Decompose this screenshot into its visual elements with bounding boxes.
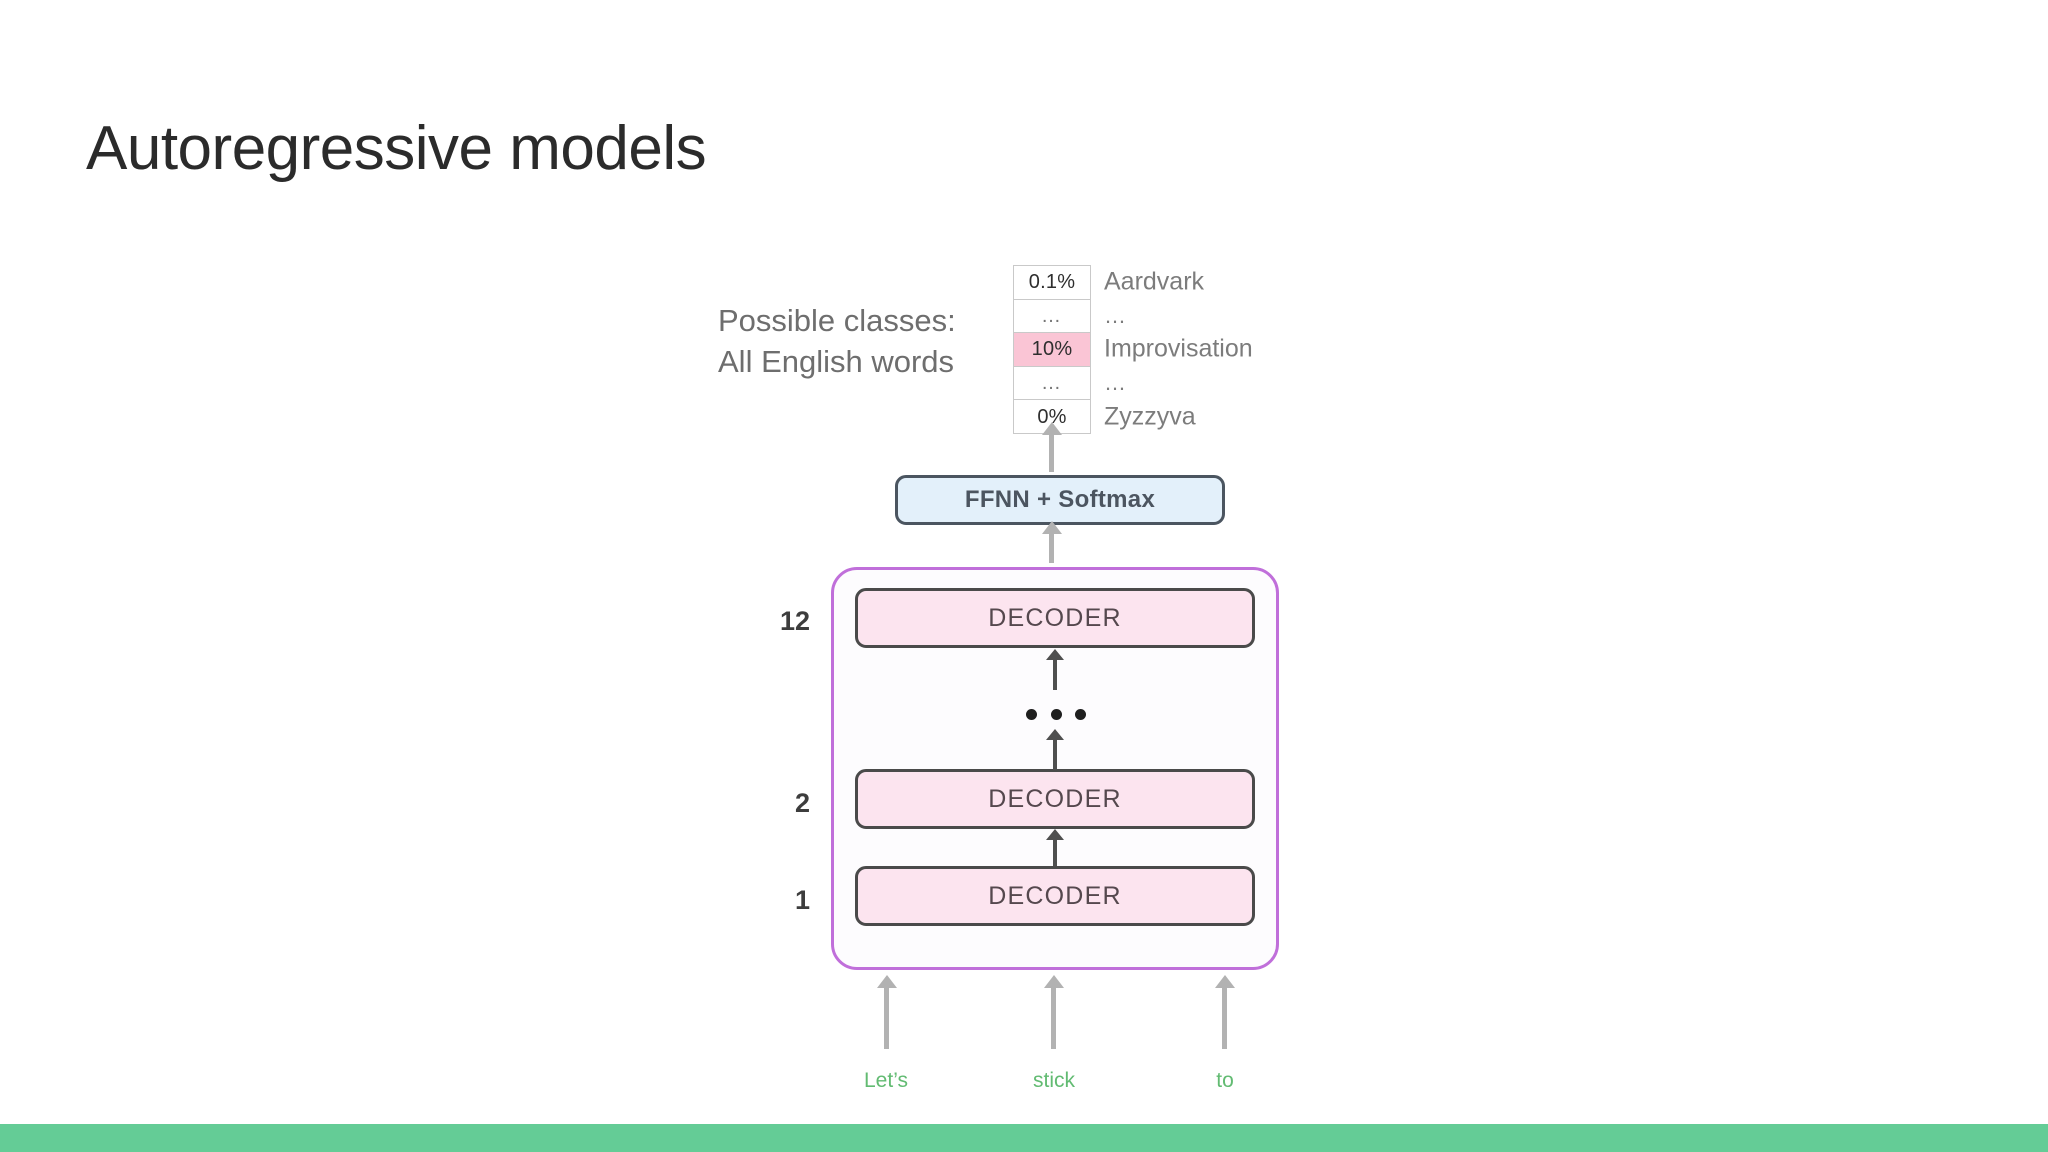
arrow-up-icon [1053, 838, 1057, 866]
layer-number-2: 2 [794, 788, 810, 818]
arrow-up-icon [1053, 658, 1057, 690]
input-word-2: to [1216, 1069, 1234, 1092]
table-row: 0.1% Aardvark [1014, 266, 1204, 300]
arrow-up-icon [1222, 985, 1227, 1049]
arrow-up-icon [1049, 432, 1054, 472]
possible-classes-caption: Possible classes: All English words [718, 300, 956, 382]
page-title: Autoregressive models [86, 114, 707, 183]
probability-value: 10% [1031, 338, 1073, 361]
decoder-label: DECODER [988, 603, 1122, 632]
class-label: … [1104, 370, 1128, 396]
ffnn-softmax-box: FFNN + Softmax [895, 475, 1225, 525]
ffnn-softmax-label: FFNN + Softmax [964, 486, 1156, 513]
output-distribution-table: 0.1% Aardvark … … 10% Improvisation … … … [1013, 265, 1253, 434]
class-label: … [1104, 302, 1128, 328]
arrow-up-icon [884, 985, 889, 1049]
layer-number-12: 12 [779, 606, 810, 636]
ellipsis-dot [1075, 709, 1086, 720]
decoder-box-2: DECODER [855, 769, 1255, 829]
table-row: … … [1014, 300, 1126, 334]
arrow-up-icon [1053, 738, 1057, 770]
decoder-label: DECODER [988, 784, 1122, 813]
stack-ellipsis-icon [1026, 709, 1086, 720]
probability-value: … [1041, 372, 1063, 395]
ellipsis-dot [1026, 709, 1037, 720]
possible-classes-line-2: All English words [718, 344, 955, 380]
table-row: … … [1014, 367, 1126, 401]
class-label: Improvisation [1104, 334, 1253, 363]
bottom-accent-bar [0, 1124, 2048, 1152]
arrow-up-icon [1051, 985, 1056, 1049]
possible-classes-line-1: Possible classes: [718, 303, 956, 338]
probability-value: … [1041, 304, 1063, 327]
layer-number-1: 1 [794, 885, 810, 915]
arrow-up-icon [1049, 531, 1054, 563]
decoder-label: DECODER [988, 881, 1122, 910]
input-word-1: stick [1033, 1069, 1075, 1092]
decoder-box-1: DECODER [855, 866, 1255, 926]
ellipsis-dot [1050, 709, 1062, 720]
probability-value: 0.1% [1028, 271, 1076, 294]
decoder-box-12: DECODER [855, 588, 1255, 648]
table-row: 0% Zyzzyva [1014, 400, 1196, 434]
class-label: Zyzzyva [1104, 402, 1196, 431]
input-word-0: Let’s [864, 1069, 908, 1092]
class-label: Aardvark [1104, 267, 1205, 296]
table-row-highlighted: 10% Improvisation [1014, 333, 1253, 367]
